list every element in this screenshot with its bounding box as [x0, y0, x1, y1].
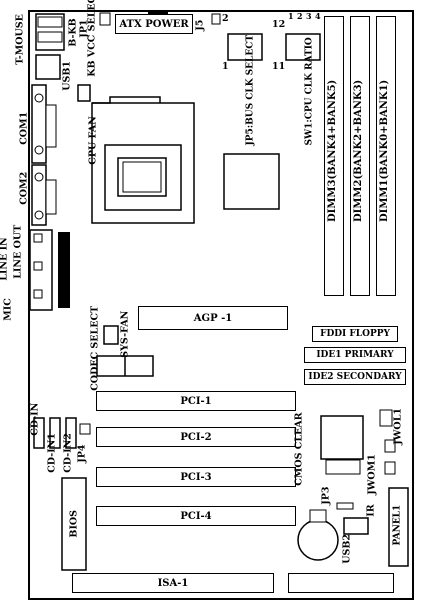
jp3-label: JP3 [320, 486, 332, 505]
pci2-label: PCI-2 [180, 431, 212, 443]
cd-in1-connector [49, 417, 61, 449]
usb2-label: USB2 [341, 533, 353, 564]
isa1-slot[interactable]: ISA-1 [72, 573, 274, 593]
southbridge-chip [320, 415, 364, 460]
northbridge-chip [223, 153, 280, 210]
sw1-label: SW1:CPU CLK RATIO [304, 37, 315, 146]
ide1-label: IDE1 PRIMARY [316, 350, 394, 360]
pci4-label: PCI-4 [180, 510, 212, 522]
atx-power-label: ATX POWER [119, 18, 189, 30]
com2-screw-top [34, 172, 44, 182]
com2-body [45, 179, 57, 215]
keyboard-port [37, 31, 63, 43]
bios-label: BIOS [68, 509, 80, 538]
sw1-pin12-label: 12 [272, 19, 286, 30]
cd-in-label: CD-IN [29, 402, 41, 436]
kb-vcc-jumper [99, 12, 111, 26]
pci2-slot[interactable]: PCI-2 [96, 427, 296, 447]
j5-label: J5 [194, 19, 206, 31]
dimm1-slot[interactable]: DIMM1(BANK0+BANK1) [376, 16, 396, 296]
cmos-clear-label: CMOS CLEAR [293, 412, 305, 486]
usb1-label: USB1 [61, 60, 73, 91]
com1-screw-bottom [34, 145, 44, 155]
fddi-floppy-connector[interactable]: FDDI FLOPPY [312, 326, 398, 342]
cpu-die [117, 157, 167, 197]
pci3-slot[interactable]: PCI-3 [96, 467, 296, 487]
codec-select-label: CODEC SELECT [89, 305, 101, 391]
sw1-num-2: 2 [297, 11, 303, 21]
motherboard-outline [28, 10, 414, 600]
cd-in1-label: CD-IN1 [46, 433, 58, 473]
com1-screw-top [34, 93, 44, 103]
com2-label: COM2 [18, 171, 30, 205]
t-mouse-label: T-MOUSE [14, 14, 26, 65]
io-chip [325, 459, 361, 475]
cd-in-connector [33, 417, 45, 449]
isa1-label: ISA-1 [157, 577, 189, 589]
mouse-port [37, 16, 63, 28]
dimm2-slot[interactable]: DIMM2(BANK2+BANK3) [350, 16, 370, 296]
atx-power-connector: ATX POWER [115, 14, 193, 34]
com2-screw-bottom [34, 210, 44, 220]
ide1-connector[interactable]: IDE1 PRIMARY [304, 347, 406, 363]
kb-vcc-label: KB VCC SELECT [86, 0, 98, 77]
cpu-fan-connector [77, 84, 91, 102]
jwom1-label: JWOM1 [366, 454, 378, 495]
bios-chip [61, 477, 87, 571]
jp4-jumper [79, 423, 91, 435]
jwol1-label: JWOL1 [392, 408, 404, 445]
pci1-label: PCI-1 [180, 395, 212, 407]
jwom1-connector [384, 461, 396, 475]
panel1-label: PANEL1 [392, 504, 403, 546]
jp4-label: JP4 [76, 444, 88, 463]
jp5-label: JP5:BUS CLK SELECT [245, 34, 256, 146]
ir-label: IR [365, 504, 377, 517]
sys-fan-label: SYS-FAN [119, 310, 131, 358]
dimm3-label: DIMM3(BANK4+BANK5) [327, 79, 338, 222]
panel1-header [388, 487, 409, 567]
j5-jumper [211, 13, 221, 25]
jp5-pin2-label: 2 [222, 13, 229, 24]
cpu-fan-label: CPU FAN [87, 116, 99, 165]
agp-label: AGP -1 [193, 312, 233, 324]
com1-label: COM1 [18, 111, 30, 145]
ide2-label: IDE2 SECONDARY [308, 372, 402, 382]
cd-in2-label: CD-IN2 [62, 433, 74, 473]
com1-body [45, 104, 57, 148]
usb2-header [343, 517, 369, 535]
sw1-num-4: 4 [315, 11, 321, 21]
b-kb-label: B-KB [67, 18, 79, 47]
jp5-jumper-block [227, 33, 263, 61]
cd-in2-connector [65, 417, 77, 449]
dimm3-slot[interactable]: DIMM3(BANK4+BANK5) [324, 16, 344, 296]
dimm2-label: DIMM2(BANK2+BANK3) [353, 79, 364, 222]
sw1-jumper-block [285, 33, 321, 61]
cmos-battery [297, 519, 339, 561]
sw1-num-1: 1 [288, 11, 295, 21]
dimm1-label: DIMM1(BANK0+BANK1) [379, 79, 390, 222]
sys-fan-connector [103, 325, 119, 345]
ide2-connector[interactable]: IDE2 SECONDARY [304, 369, 406, 385]
jp3-jumper [336, 502, 354, 510]
pci1-slot[interactable]: PCI-1 [96, 391, 296, 411]
fddi-floppy-label: FDDI FLOPPY [320, 329, 390, 339]
jwol1-connector [384, 439, 396, 453]
pci3-label: PCI-3 [180, 471, 212, 483]
sw1-num-3: 3 [306, 11, 312, 21]
isa-extension [288, 573, 394, 593]
game-port [58, 232, 70, 308]
pci4-slot[interactable]: PCI-4 [96, 506, 296, 526]
agp-slot[interactable]: AGP -1 [138, 306, 288, 330]
usb1-port [35, 54, 61, 80]
mic-label: MIC [2, 298, 14, 321]
line-in-label: LINE IN [0, 237, 10, 281]
jp5-pin1-label: 1 [222, 61, 229, 72]
line-out-label: LINE OUT [12, 224, 24, 279]
sw1-pin11-label: 11 [272, 61, 286, 72]
